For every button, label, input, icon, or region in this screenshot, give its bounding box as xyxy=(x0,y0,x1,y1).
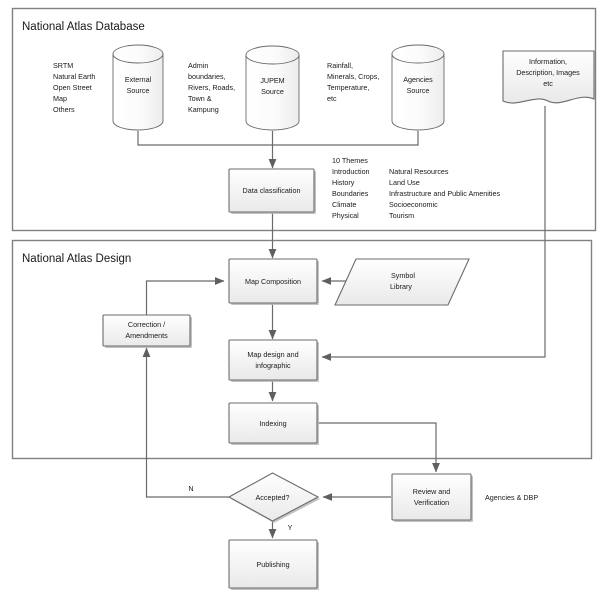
agencies-note-line-2: Temperature, xyxy=(327,83,369,92)
publishing-box[interactable]: Publishing xyxy=(228,539,319,590)
themes-heading: 10 Themes xyxy=(332,156,368,165)
external-source-note: SRTM Natural Earth Open Street Map Other… xyxy=(53,61,95,114)
map-design-box[interactable]: Map design and infographic xyxy=(228,339,319,382)
themes-left-1: History xyxy=(332,178,355,187)
jupem-note-line-4: Kampung xyxy=(188,105,219,114)
themes-right-4: Tourism xyxy=(389,211,414,220)
jupem-source-label-1: JUPEM xyxy=(260,76,284,85)
review-label-1: Review and xyxy=(413,487,451,496)
correction-label-1: Correction / xyxy=(128,320,165,329)
themes-left-2: Boundaries xyxy=(332,189,369,198)
connector-agencies-to-bus xyxy=(273,131,419,146)
external-source-label-1: External xyxy=(125,75,152,84)
external-source-cylinder[interactable]: External Source xyxy=(112,44,164,131)
correction-amendments-box[interactable]: Correction / Amendments xyxy=(102,314,192,348)
review-label-2: Verification xyxy=(414,498,449,507)
external-note-line-1: Natural Earth xyxy=(53,72,95,81)
jupem-source-cylinder[interactable]: JUPEM Source xyxy=(245,45,300,131)
section-title-database: National Atlas Database xyxy=(22,21,145,33)
connector-indexing-to-review xyxy=(317,422,440,473)
review-verification-box[interactable]: Review and Verification xyxy=(391,473,473,522)
edge-label-yes: Y xyxy=(288,523,293,532)
connector-decision-no-to-correction xyxy=(142,347,229,498)
connector-correction-to-map-composition xyxy=(145,277,225,315)
edge-label-agencies-dbp: Agencies & DBP xyxy=(485,493,538,502)
map-composition-label: Map Composition xyxy=(245,277,301,286)
jupem-note-line-0: Admin xyxy=(188,61,208,70)
themes-left-0: Introduction xyxy=(332,167,370,176)
indexing-box[interactable]: Indexing xyxy=(228,402,319,445)
symbol-library-shape[interactable]: Symbol Library xyxy=(334,258,470,306)
external-source-label-2: Source xyxy=(127,86,150,95)
indexing-label: Indexing xyxy=(259,419,286,428)
correction-label-2: Amendments xyxy=(125,331,168,340)
themes-right-2: Infrastructure and Public Amenities xyxy=(389,189,500,198)
jupem-note-line-3: Town & xyxy=(188,94,212,103)
jupem-note-line-1: boundaries, xyxy=(188,72,226,81)
symbol-library-label-2: Library xyxy=(390,282,412,291)
agencies-note-line-3: etc xyxy=(327,94,337,103)
document-note-line-2: etc xyxy=(543,79,553,88)
jupem-note-line-2: Rivers, Roads, xyxy=(188,83,235,92)
section-frame-database xyxy=(11,7,597,232)
agencies-source-note: Rainfall, Minerals, Crops, Temperature, … xyxy=(327,61,379,103)
jupem-source-note: Admin boundaries, Rivers, Roads, Town & … xyxy=(188,61,235,114)
external-note-line-4: Others xyxy=(53,105,75,114)
external-note-line-0: SRTM xyxy=(53,61,73,70)
information-document-shape[interactable]: Information, Description, Images etc xyxy=(502,50,595,104)
themes-left-3: Climate xyxy=(332,200,356,209)
document-note-line-0: Information, xyxy=(529,57,567,66)
map-design-label-2: infographic xyxy=(255,361,291,370)
section-frame-design xyxy=(11,239,593,460)
section-title-design: National Atlas Design xyxy=(22,253,131,265)
themes-list: 10 Themes Introduction History Boundarie… xyxy=(332,156,500,220)
accepted-decision-diamond[interactable]: Accepted? xyxy=(227,472,320,523)
data-classification-label: Data classification xyxy=(243,186,301,195)
themes-right-3: Socioeconomic xyxy=(389,200,438,209)
data-classification-box[interactable]: Data classification xyxy=(228,168,316,214)
agencies-note-line-1: Minerals, Crops, xyxy=(327,72,379,81)
edge-label-no: N xyxy=(188,484,193,493)
agencies-source-cylinder[interactable]: Agencies Source xyxy=(391,44,445,131)
map-design-label-1: Map design and xyxy=(247,350,298,359)
publishing-label: Publishing xyxy=(256,560,289,569)
jupem-source-label-2: Source xyxy=(261,87,284,96)
external-note-line-2: Open Street xyxy=(53,83,92,92)
agencies-source-label-1: Agencies xyxy=(403,75,433,84)
connector-external-to-bus xyxy=(137,131,273,146)
agencies-source-label-2: Source xyxy=(407,86,430,95)
connector-document-to-map-design xyxy=(321,106,546,361)
decision-label: Accepted? xyxy=(256,493,290,502)
symbol-library-label-1: Symbol xyxy=(391,271,415,280)
map-composition-box[interactable]: Map Composition xyxy=(228,258,319,305)
themes-right-0: Natural Resources xyxy=(389,167,449,176)
themes-right-1: Land Use xyxy=(389,178,420,187)
external-note-line-3: Map xyxy=(53,94,67,103)
themes-left-4: Physical xyxy=(332,211,359,220)
agencies-note-line-0: Rainfall, xyxy=(327,61,353,70)
document-note-line-1: Description, Images xyxy=(516,68,580,77)
